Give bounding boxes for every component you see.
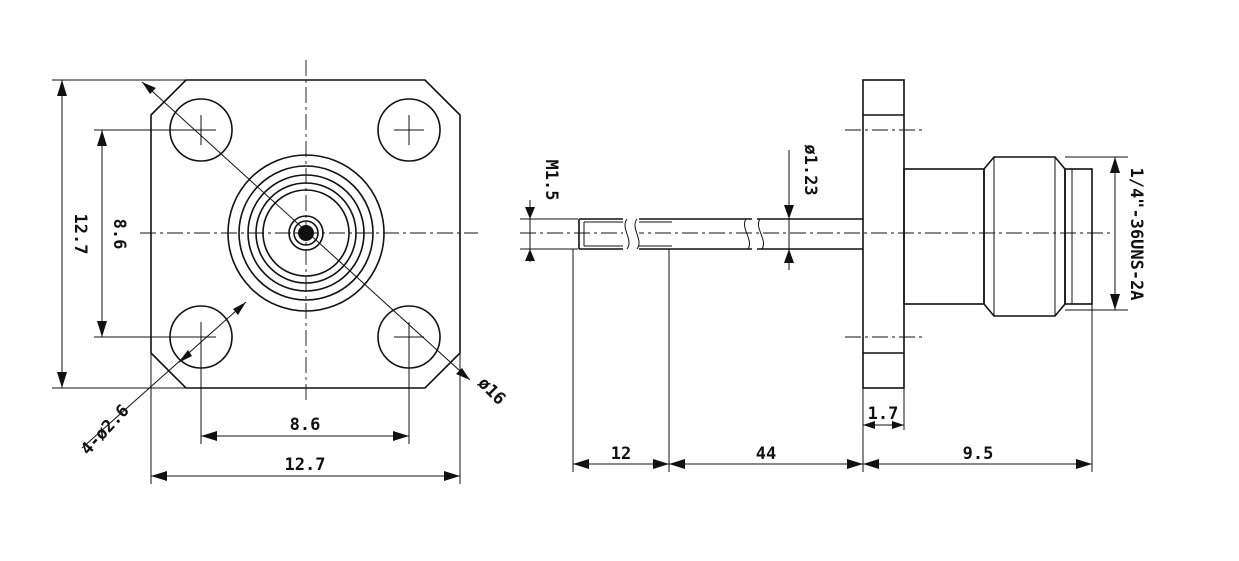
front-view: 12.7 8.6 8.6 12.7 ø16	[52, 60, 509, 484]
dim-bolt-circle-label: ø16	[473, 373, 509, 409]
dim-height-overall-label: 12.7	[70, 214, 90, 255]
bolt-circle-leader	[141, 81, 471, 381]
dim-pin-thread-length-label: 12	[611, 444, 631, 464]
dim-hole-spacing-vertical	[94, 129, 201, 338]
dim-hole-spacing-vertical-label: 8.6	[109, 219, 129, 250]
dim-mounting-holes-label: 4-ø2.6	[77, 401, 134, 460]
flange-side	[845, 79, 922, 389]
dim-thread-spec-label: 1/4"-36UNS-2A	[1126, 167, 1146, 300]
dim-thread-spec	[1065, 156, 1128, 311]
connector-body	[903, 156, 1093, 317]
dim-width-overall-label: 12.7	[285, 455, 326, 475]
pin-shaft	[672, 218, 863, 250]
dim-hole-spacing-horizontal	[200, 337, 410, 444]
dim-thread-pin	[520, 200, 578, 262]
pin-thread-section	[578, 215, 672, 253]
dim-width-overall	[150, 353, 461, 484]
dim-flange-thickness-label: 1.7	[868, 404, 899, 424]
dim-pin-length-label: 44	[756, 444, 776, 464]
dim-pin-diameter	[784, 150, 794, 270]
dim-body-length-label: 9.5	[963, 444, 994, 464]
mounting-hole-top-right	[377, 98, 441, 162]
dim-flange-thickness	[862, 388, 905, 472]
dim-thread-pin-label: M1.5	[541, 160, 561, 201]
dim-pin-diameter-label: ø1.23	[800, 144, 820, 195]
flange-outline	[150, 79, 461, 389]
connector-face	[227, 154, 385, 312]
dim-height-overall	[52, 79, 186, 389]
dim-hole-spacing-horizontal-label: 8.6	[290, 415, 321, 435]
dim-bottom-chain	[572, 249, 1093, 472]
side-view: M1.5 ø1.23 1/4"-36UNS-2A 1.7	[520, 79, 1146, 472]
hole-callout-leader	[81, 301, 247, 449]
